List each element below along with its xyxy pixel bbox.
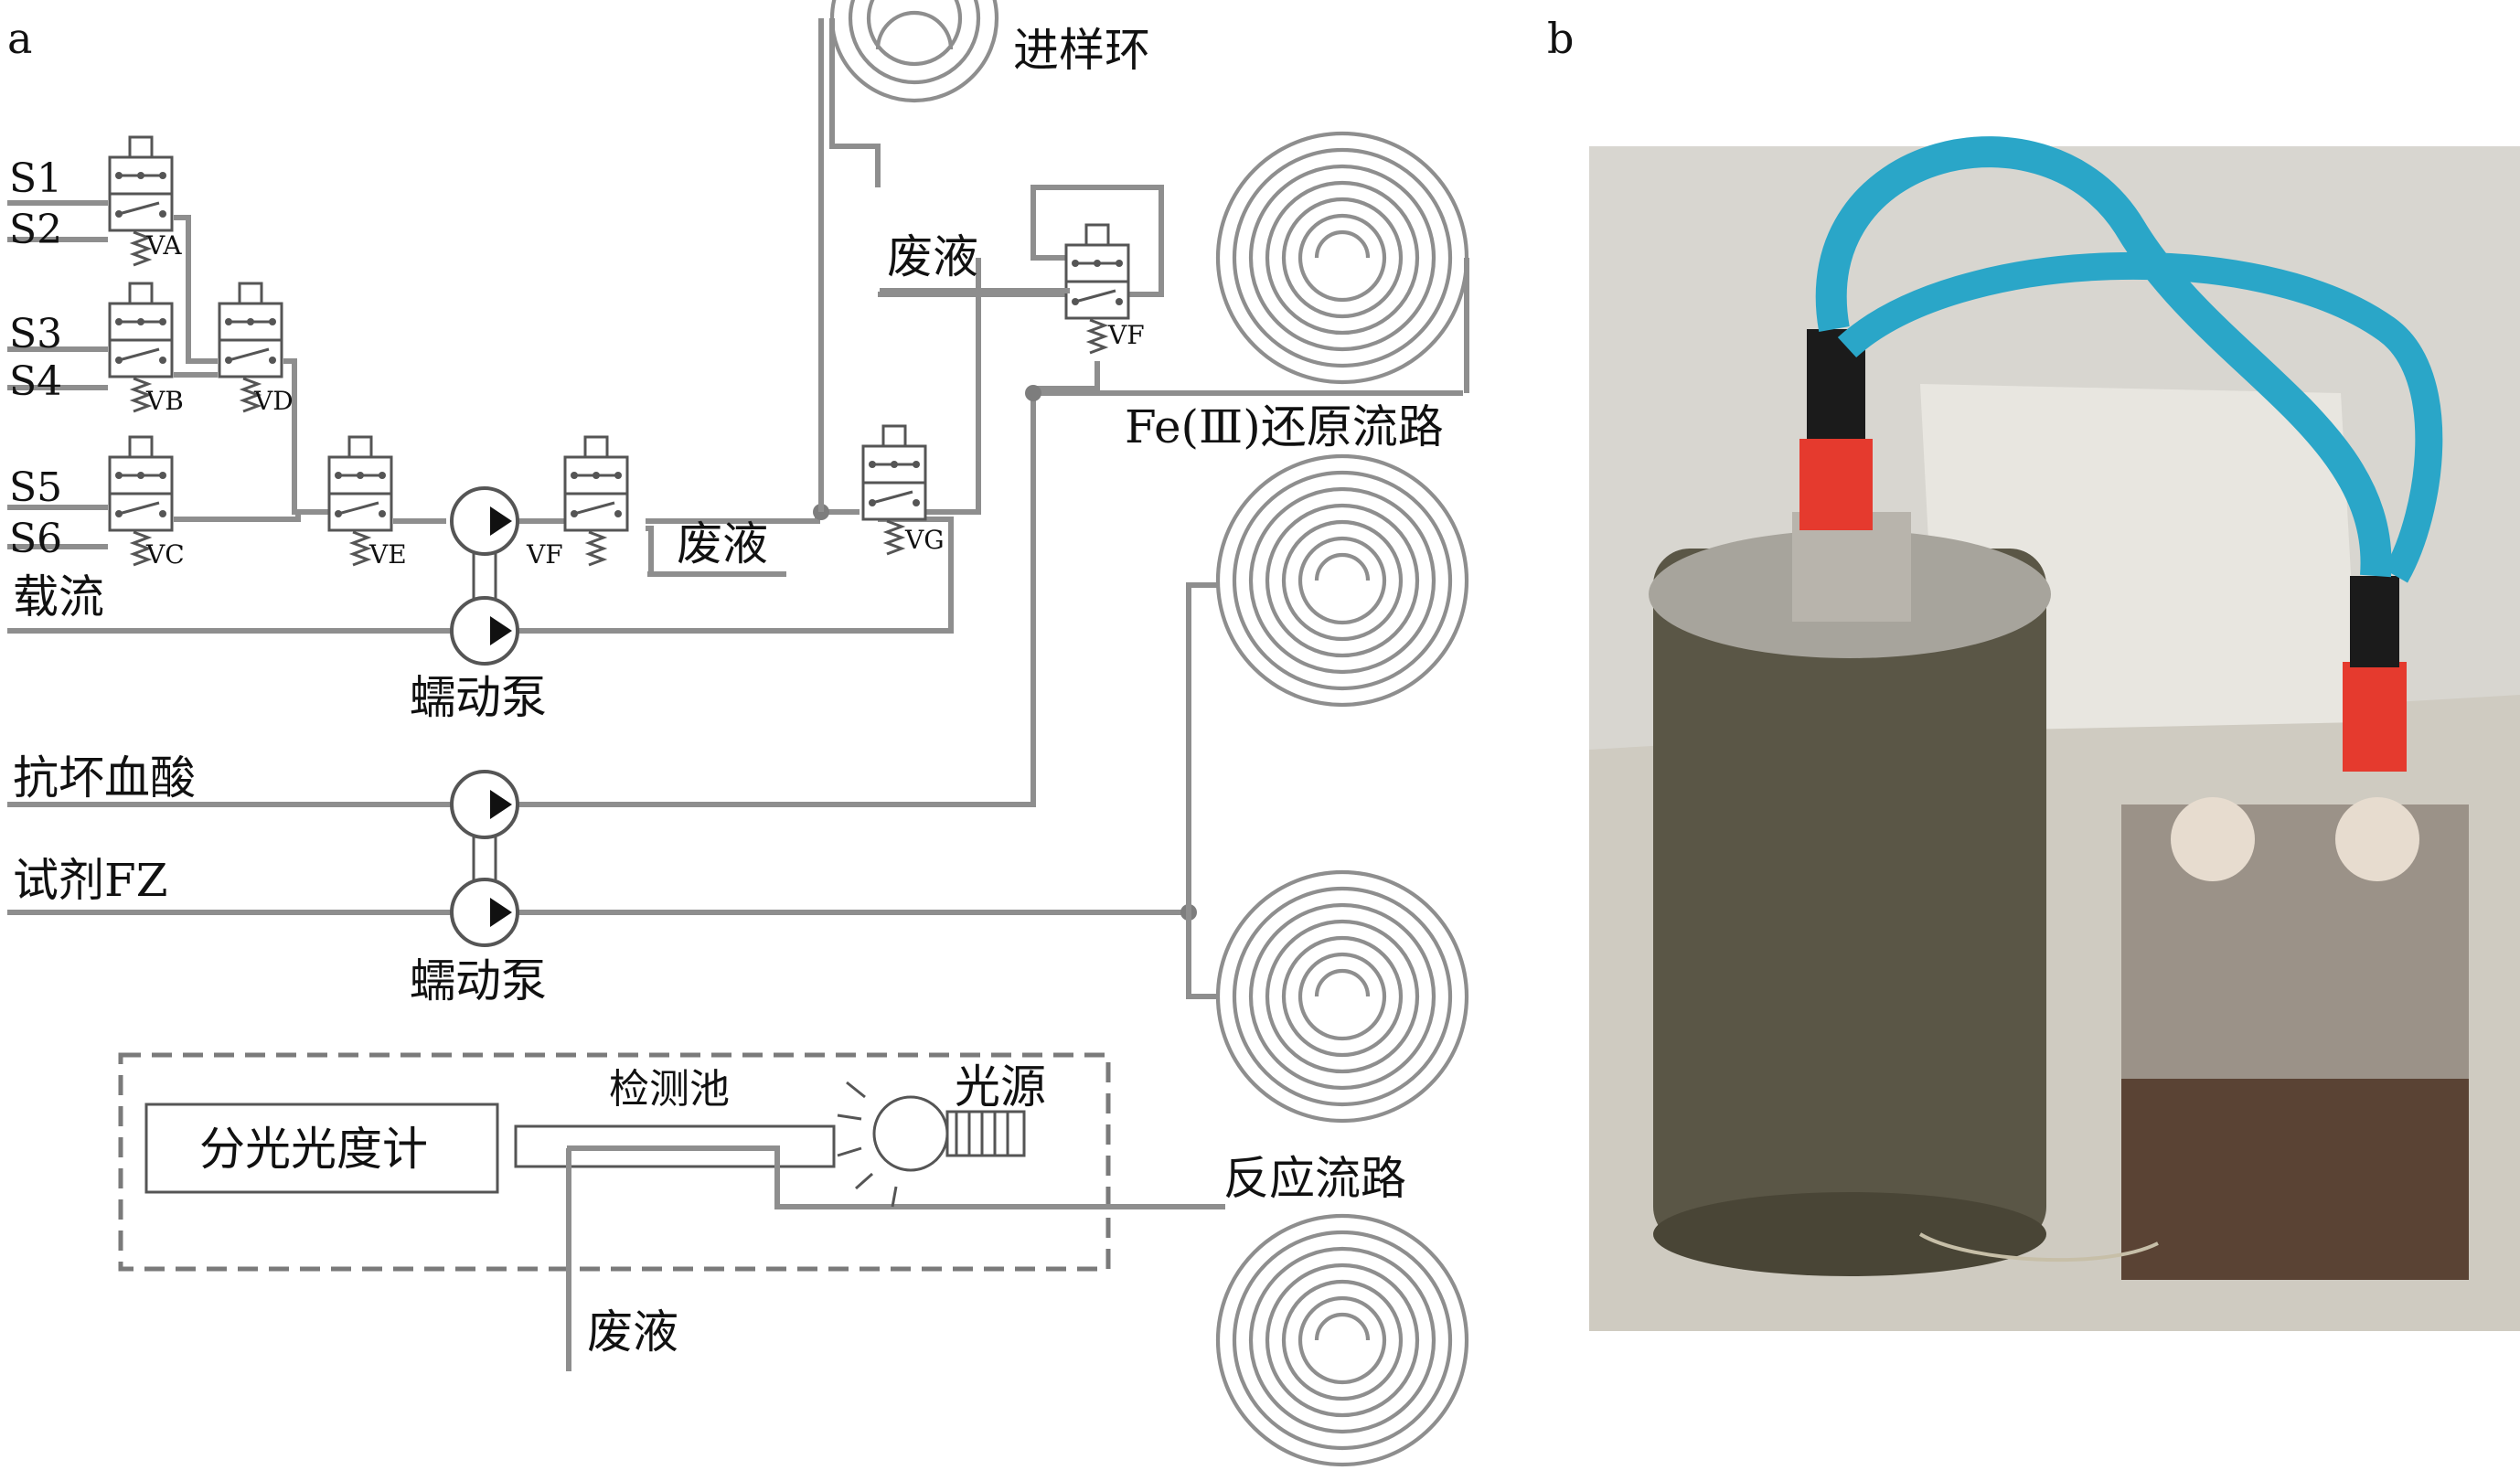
junction-node — [1025, 385, 1041, 401]
valve-vd-label: VD — [253, 386, 294, 416]
flow-diagram: VA VB VC VD VE VF VF VG S1 S2 S3 S4 S5 S… — [7, 0, 1469, 1467]
light-source-label: 光源 — [955, 1060, 1046, 1113]
input-s3-label: S3 — [9, 311, 62, 357]
waste-bottom-label: 废液 — [587, 1305, 678, 1358]
valve-vf-label: VF — [526, 539, 563, 570]
carrier-label: 载流 — [13, 570, 104, 623]
pump-2-label: 蠕动泵 — [410, 954, 547, 1007]
valve-vc-label: VC — [145, 539, 185, 570]
input-s5-label: S5 — [9, 464, 62, 511]
ascorbic-acid-label: 抗坏血酸 — [13, 751, 196, 804]
pump-upper — [450, 486, 519, 666]
input-s2-label: S2 — [9, 207, 62, 253]
pump-1-label: 蠕动泵 — [410, 671, 547, 724]
reduction-coil — [1161, 131, 1469, 708]
valve-ve-label: VE — [368, 539, 407, 570]
panel-b-label: b — [1547, 14, 1574, 63]
sample-loop-coil — [818, 0, 999, 512]
input-s1-label: S1 — [9, 155, 62, 202]
valve-vb-label: VB — [145, 386, 184, 416]
reagent-fz-label: 试剂FZ — [13, 854, 167, 907]
valve-va-label: VA — [145, 230, 182, 261]
waste-top-label: 废液 — [887, 230, 978, 283]
device-photo — [1589, 136, 2520, 1331]
valve-vf2-label: VF — [1107, 320, 1145, 350]
panel-a-label: a — [7, 14, 32, 63]
pump-lower — [450, 770, 519, 947]
spectrophotometer-box — [144, 1103, 499, 1194]
spectrophotometer-label: 分光光度计 — [199, 1123, 428, 1176]
reaction-path-label: 反应流路 — [1223, 1152, 1406, 1205]
light-bulb-icon — [837, 1081, 1026, 1208]
detection-module-frame — [118, 1052, 1111, 1272]
reaction-coil — [1186, 582, 1469, 1467]
valve-vg-label: VG — [904, 525, 945, 555]
reduction-path-label: Fe(Ⅲ)还原流路 — [1125, 400, 1444, 453]
waste-mid-label: 废液 — [677, 517, 768, 570]
input-s6-label: S6 — [9, 516, 62, 562]
detection-cell-label: 检测池 — [609, 1066, 730, 1113]
sample-loop-label: 进样环 — [1013, 24, 1150, 77]
input-s4-label: S4 — [9, 358, 62, 405]
